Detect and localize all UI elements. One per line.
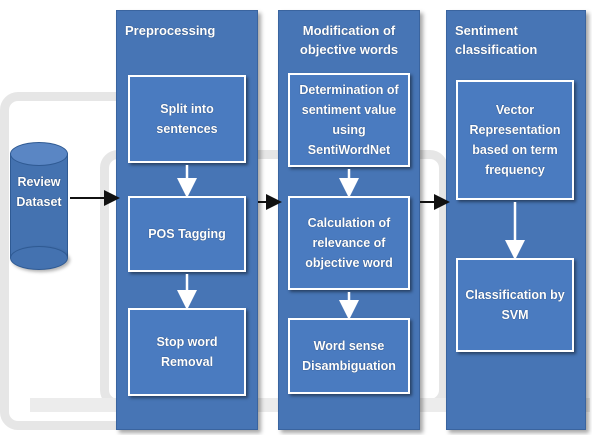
cylinder-top xyxy=(10,142,68,166)
dataset-label-line2: Dataset xyxy=(16,195,62,209)
panel-title-line: objective words xyxy=(299,42,399,57)
step-text-line: Vector xyxy=(495,103,535,117)
step-text-line: Representation xyxy=(469,123,561,137)
step-text-line: based on term xyxy=(472,143,558,157)
step-vector-representation: Vector Representation based on term freq… xyxy=(456,80,574,200)
step-split-into-sentences: Split into sentences xyxy=(128,75,246,163)
panel-title-line: classification xyxy=(455,42,538,57)
step-text-line: objective word xyxy=(305,256,393,270)
step-text-line: sentences xyxy=(156,122,218,136)
dataset-label-line1: Review xyxy=(17,175,61,189)
step-text-line: using SentiWordNet xyxy=(307,123,391,157)
step-classification-svm: Classification by SVM xyxy=(456,258,574,352)
step-text-line: POS Tagging xyxy=(148,227,226,241)
step-text-line: relevance of xyxy=(312,236,386,250)
step-text-line: SVM xyxy=(501,308,529,322)
step-word-sense-disambiguation: Word sense Disambiguation xyxy=(288,318,410,394)
panel-title-classification: Sentiment classification xyxy=(455,21,577,59)
cylinder-body xyxy=(10,154,68,258)
cylinder-bottom xyxy=(10,246,68,270)
step-text-line: Stop word xyxy=(156,335,218,349)
step-stop-word-removal: Stop word Removal xyxy=(128,308,246,396)
step-text-line: sentiment value xyxy=(301,103,397,117)
panel-title-line: Modification of xyxy=(302,23,396,38)
panel-title-modification: Modification of objective words xyxy=(283,21,415,59)
panel-title-preprocessing: Preprocessing xyxy=(125,23,216,38)
step-pos-tagging: POS Tagging xyxy=(128,196,246,272)
panel-title-line: Sentiment xyxy=(455,23,518,38)
step-text-line: Removal xyxy=(160,355,214,369)
step-text-line: Split into xyxy=(160,102,214,116)
step-determination-sentiment-value: Determination of sentiment value using S… xyxy=(288,73,410,167)
step-text-line: Determination of xyxy=(299,83,399,97)
step-text-line: frequency xyxy=(485,163,545,177)
step-text-line: Word sense xyxy=(313,339,385,353)
dataset-label: Review Dataset xyxy=(10,172,68,212)
step-text-line: Calculation of xyxy=(307,216,391,230)
review-dataset-cylinder: Review Dataset xyxy=(10,142,68,270)
step-calculation-relevance: Calculation of relevance of objective wo… xyxy=(288,196,410,290)
step-text-line: Disambiguation xyxy=(302,359,396,373)
step-text-line: Classification by xyxy=(465,288,565,302)
